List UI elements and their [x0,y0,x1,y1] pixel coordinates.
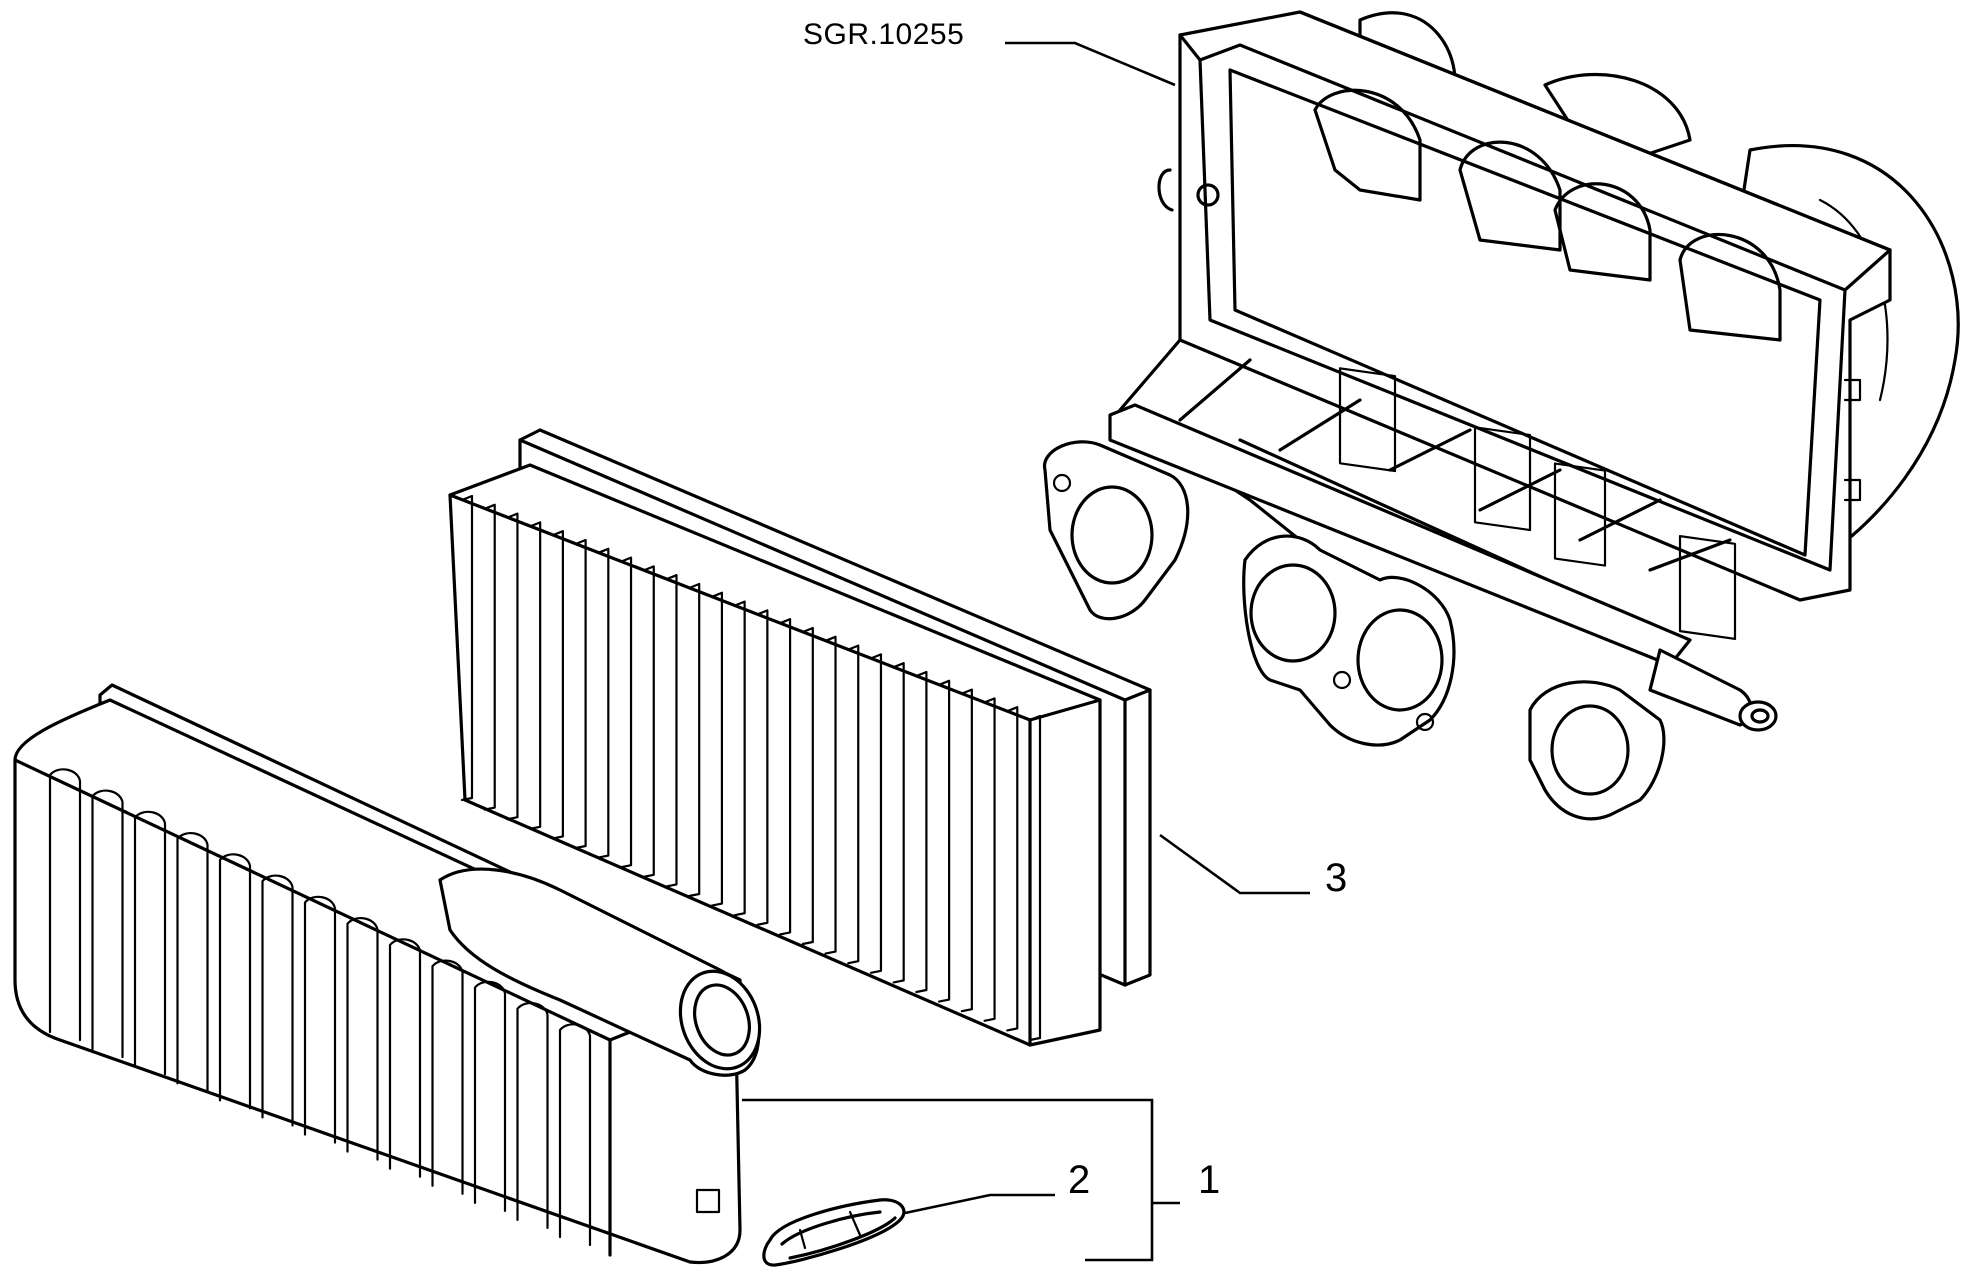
filter-pleat [483,503,496,811]
filter-pleat [665,574,678,888]
filter-pleat [824,635,837,955]
filter-pleat [619,556,633,869]
filter-pleat [801,626,814,946]
housing-rib [558,1023,592,1247]
housing-rib [176,831,209,1093]
leader-3 [1159,833,1310,895]
filter-pleat [529,521,542,830]
callout-1: 1 [1198,1158,1221,1202]
housing-rib [133,810,167,1076]
filter-pleats [460,494,1042,1042]
filter-pleat [938,679,951,1003]
housing-rib [473,980,507,1212]
callout-3: 3 [1325,856,1348,900]
filter-pleat [983,697,996,1022]
housing-rib [91,789,124,1059]
housing-rib [261,874,294,1127]
filter-pleat [1028,714,1042,1042]
housing-rib [303,895,337,1144]
housing-rib [516,1001,549,1230]
retaining-clip-icon [762,1198,906,1267]
leader-2 [904,1193,1055,1215]
filter-pleat [778,618,792,936]
filter-pleat [915,670,928,994]
housing-rib [431,959,464,1195]
housing-rib [346,916,379,1161]
leader-ref [1005,41,1176,87]
filter-pleat [710,591,724,907]
filter-pleat [869,653,883,974]
filter-pleat [733,600,746,917]
intake-manifold-icon [1043,10,1960,821]
leader-lines [742,41,1310,1262]
housing-rib [48,768,82,1042]
housing-rib [388,938,422,1178]
filter-pleat [892,662,905,984]
filter-pleat [574,538,587,850]
filter-pleat [460,494,474,802]
filter-pleat [642,565,655,878]
housing-ribs [48,768,592,1247]
leader-1-bracket [742,1098,1154,1262]
filter-pleat [756,609,769,926]
filter-pleat [506,512,519,821]
reference-code: SGR.10255 [803,18,965,51]
callout-2: 2 [1068,1158,1091,1202]
filter-pleat [847,644,860,965]
filter-pleat [597,547,610,859]
filter-pleat [1006,706,1019,1032]
filter-pleat [960,688,973,1013]
filter-pleat [688,582,701,898]
housing-rib [218,853,252,1110]
filter-pleat [551,530,564,840]
